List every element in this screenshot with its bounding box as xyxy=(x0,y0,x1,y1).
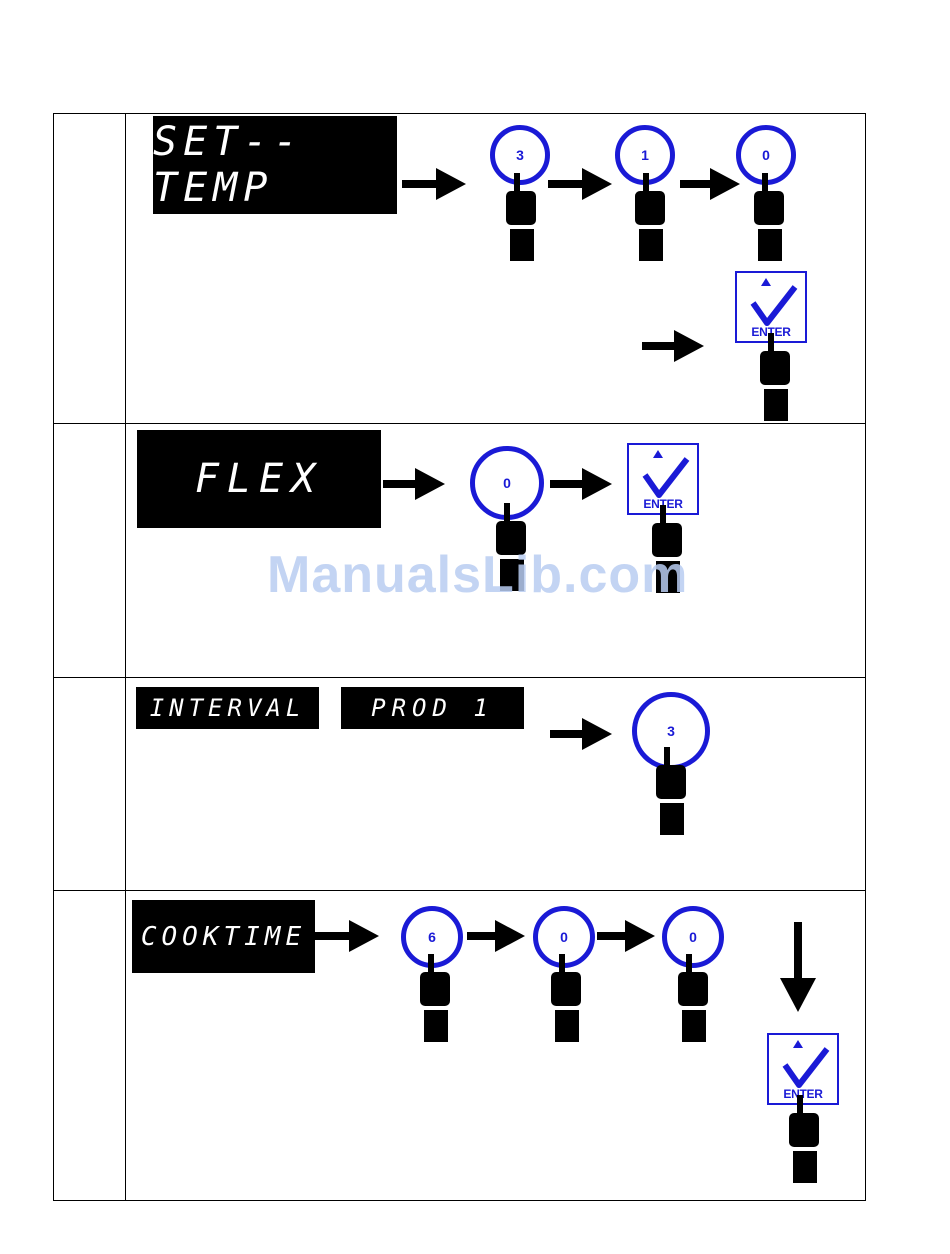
pointing-hand-icon xyxy=(752,173,786,263)
arrow-right-icon xyxy=(550,468,612,500)
check-icon xyxy=(749,283,799,327)
pointing-hand-icon xyxy=(549,954,583,1044)
lcd-display-cooktime: COOKTIME xyxy=(132,900,315,973)
arrow-right-icon xyxy=(550,718,612,750)
check-icon xyxy=(781,1045,831,1089)
pointing-hand-icon xyxy=(418,954,452,1044)
arrow-right-icon xyxy=(402,168,466,200)
arrow-right-icon xyxy=(383,468,445,500)
arrow-right-icon xyxy=(642,330,704,362)
arrow-right-icon xyxy=(597,920,655,952)
arrow-down-icon xyxy=(780,922,816,1012)
step-column-divider xyxy=(125,113,126,1201)
lcd-display-prod: PROD 1 xyxy=(341,687,524,729)
check-icon xyxy=(641,455,691,499)
watermark: ManualsLib.com xyxy=(267,545,688,605)
arrow-right-icon xyxy=(315,920,379,952)
pointing-hand-icon xyxy=(504,173,538,263)
row-divider xyxy=(53,423,866,424)
pointing-hand-icon xyxy=(676,954,710,1044)
row-divider xyxy=(53,677,866,678)
pointing-hand-icon xyxy=(758,333,792,423)
lcd-display-flex: FLEX xyxy=(137,430,381,528)
pointing-hand-icon xyxy=(633,173,667,263)
arrow-right-icon xyxy=(467,920,525,952)
pointing-hand-icon xyxy=(654,747,688,837)
lcd-display-interval: INTERVAL xyxy=(136,687,319,729)
lcd-display-set-temp: SET--TEMP xyxy=(153,116,397,214)
arrow-right-icon xyxy=(680,168,740,200)
row-divider xyxy=(53,890,866,891)
pointing-hand-icon xyxy=(787,1095,821,1185)
arrow-right-icon xyxy=(548,168,612,200)
